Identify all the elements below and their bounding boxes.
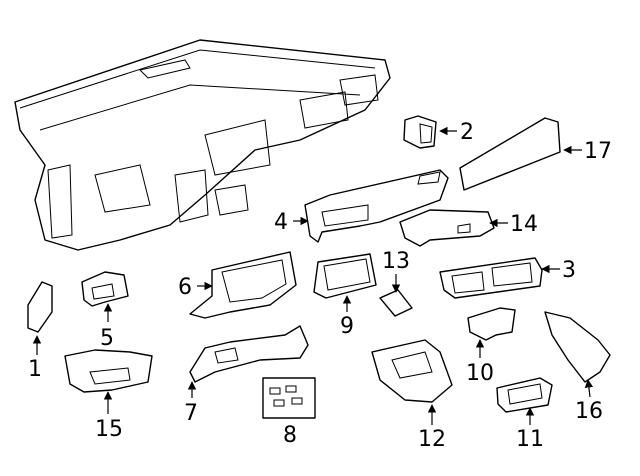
part-12-console [371,339,453,403]
part-17-trim-panel [459,117,561,191]
part-13-block [379,289,413,317]
part-8-clips [262,377,316,419]
part-9-display [313,253,377,299]
callout-4: 4 [274,210,288,235]
instrument-panel-drawing [14,39,391,251]
callout-13: 13 [382,249,410,274]
callout-5: 5 [100,326,114,351]
part-11-small-vent [496,377,553,413]
callout-labels: 1 2 3 4 5 6 7 8 9 10 11 12 13 14 15 16 1… [28,120,612,452]
part-5-switch-bezel [81,271,129,307]
callout-7: 7 [184,401,198,426]
leader-lines [32,126,594,425]
part-15-lower-tray [64,349,153,393]
callout-16: 16 [575,399,603,424]
part-16-side-panel [544,311,611,383]
part-3-center-vents [439,257,543,299]
callout-1: 1 [28,357,42,382]
callout-6: 6 [178,275,192,300]
callout-17: 17 [584,139,612,164]
callout-11: 11 [516,427,544,452]
callout-10: 10 [466,361,494,386]
callout-14: 14 [510,212,538,237]
part-14-vent-housing [399,209,495,247]
part-4-upper-garnish [304,169,449,243]
part-1-end-panel [27,281,53,333]
callout-12: 12 [418,427,446,452]
callout-15: 15 [95,417,123,442]
callout-2: 2 [460,120,474,145]
part-7-knee-panel [189,325,309,383]
part-10-bracket [467,307,516,341]
part-2-side-vent [403,115,437,149]
part-6-cluster-hood [189,251,297,319]
callout-9: 9 [340,314,354,339]
callout-8: 8 [283,423,297,448]
callout-3: 3 [562,258,576,283]
